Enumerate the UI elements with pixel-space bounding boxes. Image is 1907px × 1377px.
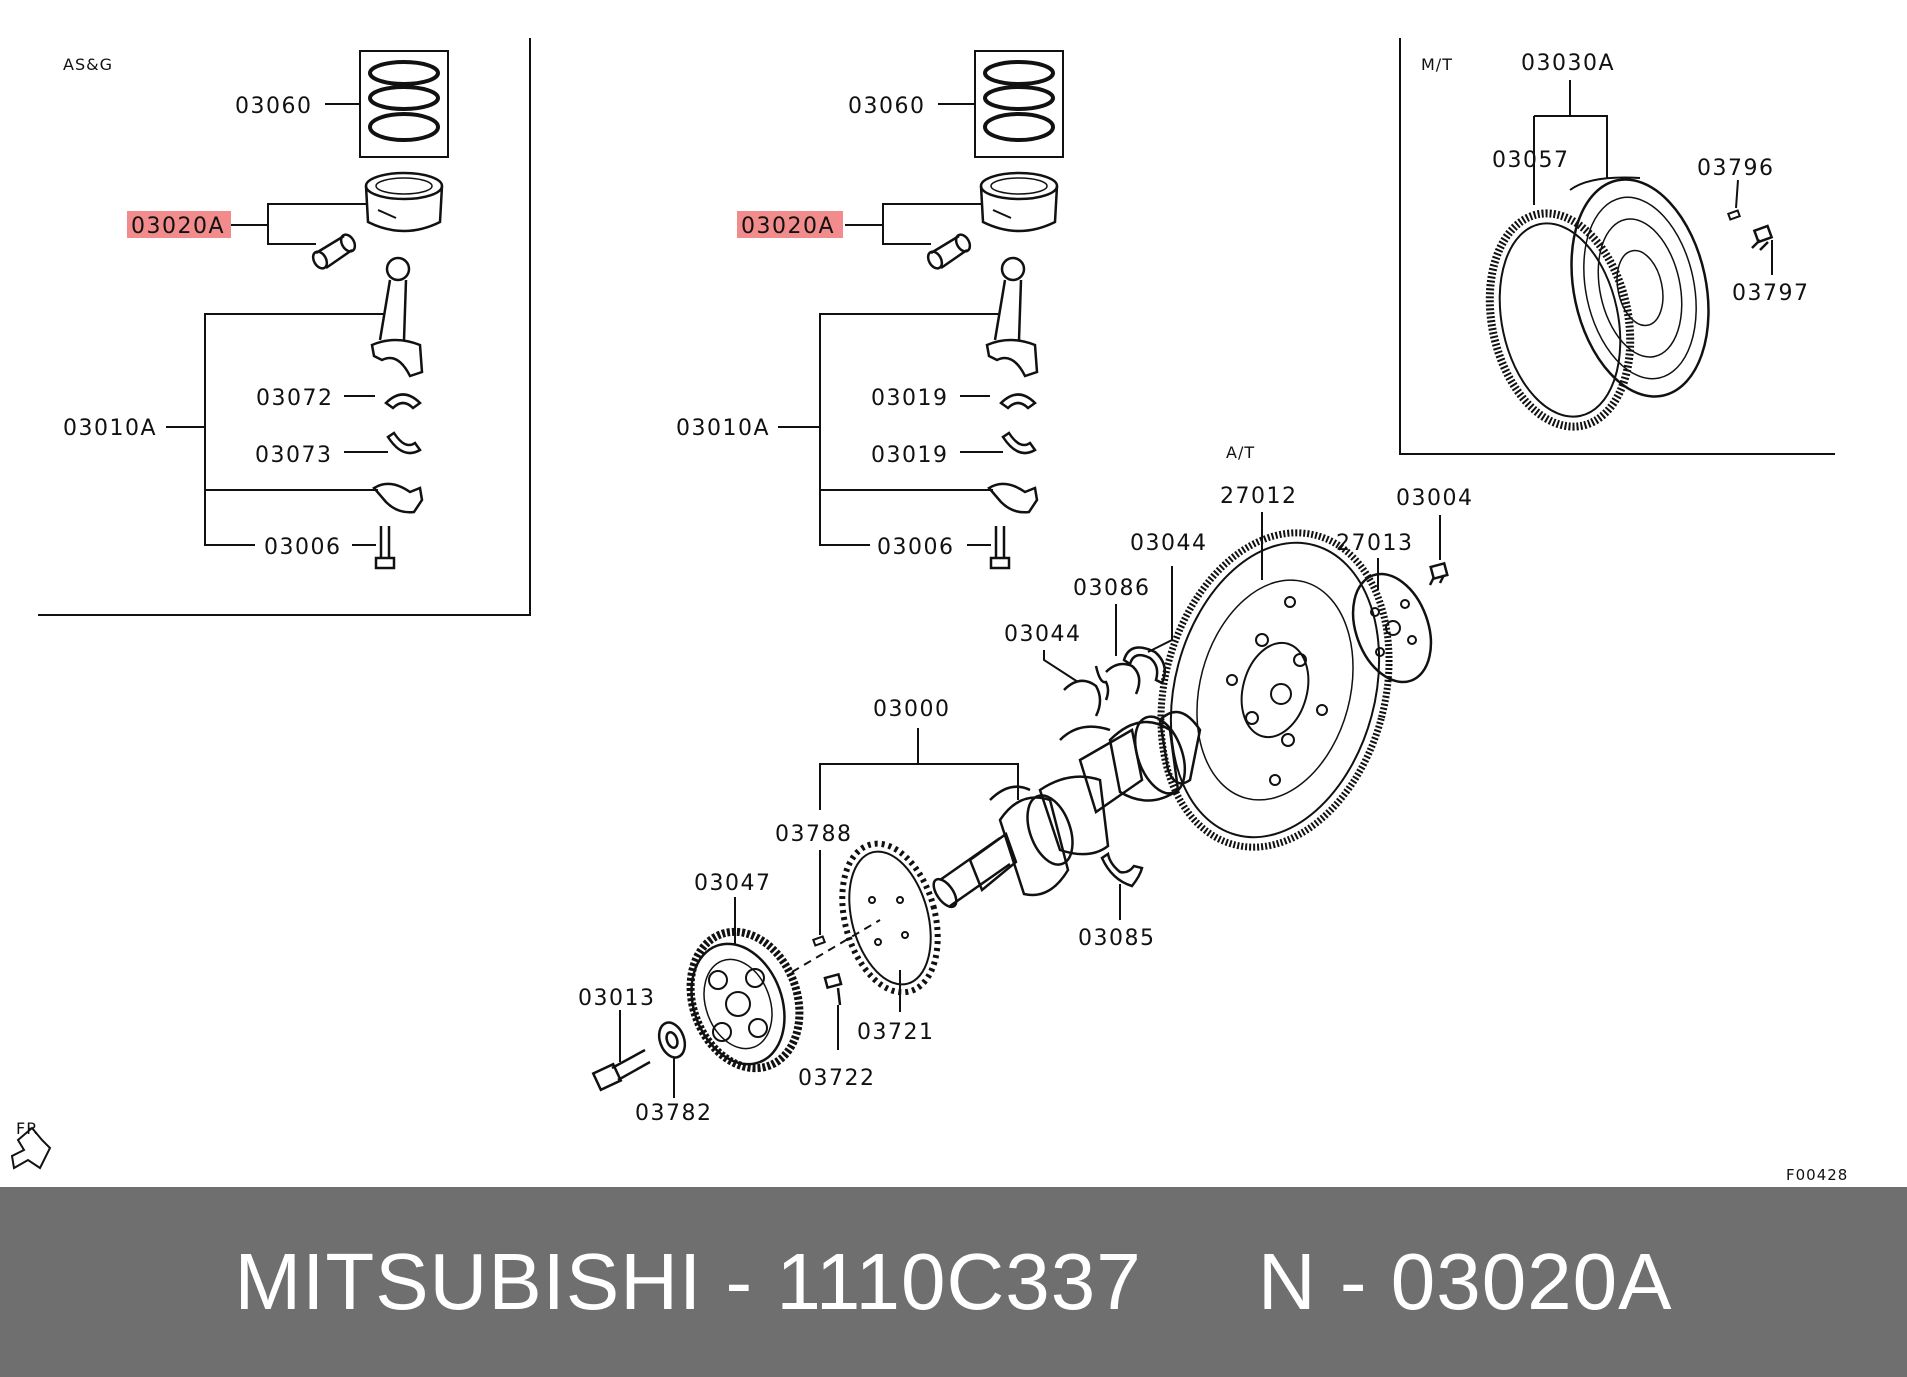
cap-bolt-icon [374, 526, 396, 570]
part-27012: 27012 [1220, 484, 1298, 509]
adapter-plate-icon [1351, 572, 1433, 684]
part-03006-middle: 03006 [877, 535, 955, 560]
bearing-shell-lower-icon [1001, 431, 1037, 455]
piston-pin-icon [926, 233, 972, 270]
part-03788: 03788 [775, 822, 853, 847]
drive-plate-icon [1157, 529, 1393, 851]
left-panel [38, 38, 531, 616]
part-03073-left: 03073 [255, 443, 333, 468]
pulley-bolt-icon [591, 1048, 651, 1092]
flywheel-bolt-icon [1751, 224, 1774, 251]
label-as-g: AS&G [63, 55, 113, 74]
piston-pin-icon [311, 233, 357, 270]
bearing-shell-lower-icon [386, 431, 422, 455]
parts-diagram-svg: AS&G M/T A/T 03060 03020A 03010A 03072 0… [10, 38, 1848, 1184]
part-03047: 03047 [694, 871, 772, 896]
auto-trans-section [10, 512, 1449, 1170]
part-03060-middle: 03060 [848, 94, 926, 119]
part-03019-middle-a: 03019 [871, 386, 949, 411]
rod-cap-icon [372, 482, 424, 514]
part-03010a-left: 03010A [63, 416, 157, 441]
part-number-banner: MITSUBISHI - 1110C337 N - 03020A [0, 1187, 1907, 1377]
part-number-text: MITSUBISHI - 1110C337 N - 03020A [234, 1237, 1673, 1326]
part-03057: 03057 [1492, 148, 1570, 173]
cap-bolt-icon [989, 526, 1011, 570]
rod-cap-icon [987, 482, 1039, 514]
part-03006-left: 03006 [264, 535, 342, 560]
part-03030a: 03030A [1521, 51, 1615, 76]
part-03013: 03013 [578, 986, 656, 1011]
woodruff-key-icon [811, 935, 827, 947]
crank-sensor-plate-icon [839, 840, 941, 996]
dowel-pin-icon [1726, 209, 1742, 221]
part-03010a-middle: 03010A [676, 416, 770, 441]
part-03020a-middle[interactable]: 03020A [741, 214, 835, 239]
drive-plate-bolt-icon [1428, 561, 1449, 586]
part-03797: 03797 [1732, 281, 1810, 306]
part-27013: 27013 [1336, 531, 1414, 556]
piston-icon [364, 171, 444, 233]
washer-icon [657, 1021, 687, 1059]
part-03796: 03796 [1697, 156, 1775, 181]
part-03044-b: 03044 [1004, 622, 1082, 647]
part-03721: 03721 [857, 1020, 935, 1045]
front-arrow-icon [10, 1126, 52, 1170]
main-bearing-lower-icon [1100, 851, 1144, 888]
part-03019-middle-b: 03019 [871, 443, 949, 468]
label-mt: M/T [1421, 55, 1453, 74]
connecting-rod-icon [370, 256, 424, 378]
part-03086: 03086 [1073, 576, 1151, 601]
piston-icon [979, 171, 1059, 233]
label-at: A/T [1226, 443, 1255, 462]
part-03072-left: 03072 [256, 386, 334, 411]
crankshaft-icon [932, 710, 1202, 909]
front-label: FR [16, 1119, 38, 1138]
sensor-plate-screw-icon [823, 972, 843, 1006]
part-03000: 03000 [873, 697, 951, 722]
thrust-bearing-icon [1105, 662, 1141, 695]
part-03004: 03004 [1396, 486, 1474, 511]
thrust-bearing-icon [1122, 646, 1167, 685]
part-03085: 03085 [1078, 926, 1156, 951]
highlight-03020a-left [127, 211, 231, 238]
part-03060-left: 03060 [235, 94, 313, 119]
main-bearing-icon [1063, 665, 1110, 717]
middle-panel [778, 50, 1064, 570]
bearing-shell-upper-icon [999, 393, 1037, 410]
crank-pulley-icon [686, 927, 804, 1073]
part-03044-a: 03044 [1130, 531, 1208, 556]
bearing-shell-upper-icon [384, 393, 422, 410]
ring-gear-icon [1485, 209, 1635, 431]
part-03722: 03722 [798, 1066, 876, 1091]
highlight-03020a-middle [737, 211, 843, 238]
part-03020a-left[interactable]: 03020A [131, 214, 225, 239]
figure-code: F00428 [1786, 1166, 1848, 1184]
part-03782: 03782 [635, 1101, 713, 1126]
flywheel-icon [1569, 176, 1710, 398]
connecting-rod-icon [985, 256, 1039, 378]
parts-diagram: AS&G M/T A/T 03060 03020A 03010A 03072 0… [10, 38, 1848, 1184]
manual-trans-panel [1399, 38, 1835, 455]
